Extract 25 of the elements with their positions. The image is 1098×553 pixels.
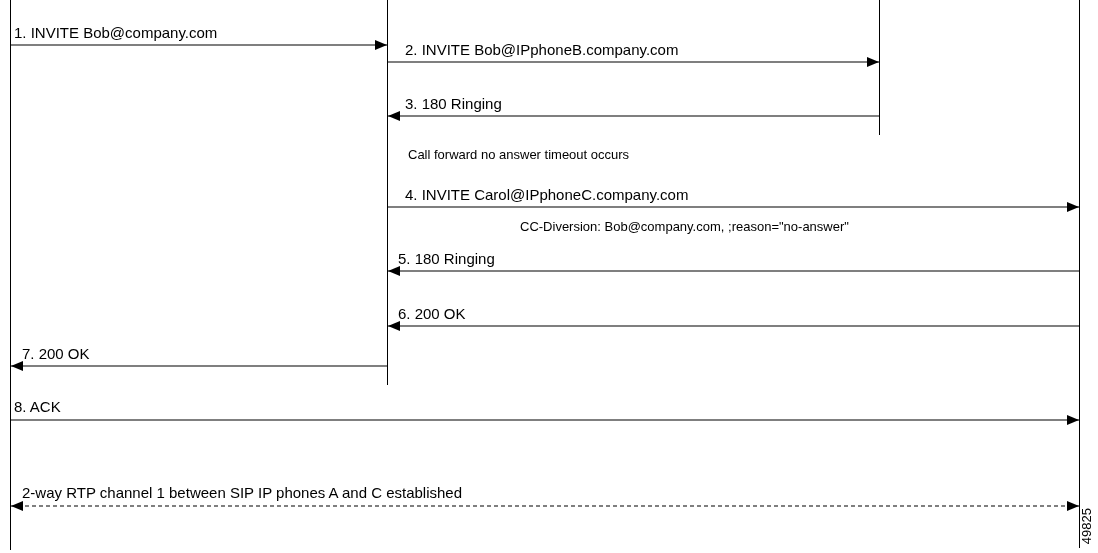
figure-number: 49825 bbox=[1080, 508, 1094, 545]
arrow bbox=[387, 57, 880, 67]
arrow bbox=[10, 361, 388, 371]
message-label: 1. INVITE Bob@company.com bbox=[14, 24, 218, 41]
arrow bbox=[387, 202, 1080, 212]
message-label: 4. INVITE Carol@IPphoneC.company.com bbox=[405, 186, 689, 203]
arrow bbox=[387, 111, 880, 121]
arrow bbox=[10, 40, 388, 50]
arrow bbox=[387, 321, 1080, 331]
note-text: Call forward no answer timeout occurs bbox=[408, 146, 630, 163]
dashed-arrow bbox=[10, 501, 1080, 511]
lifeline bbox=[10, 0, 11, 550]
message-label: 2. INVITE Bob@IPphoneB.company.com bbox=[405, 41, 679, 58]
message-label: 3. 180 Ringing bbox=[405, 95, 502, 112]
header-text: CC-Diversion: Bob@company.com, ;reason="no-answer" bbox=[520, 218, 849, 235]
message-label: 6. 200 OK bbox=[398, 305, 466, 322]
message-label: 2-way RTP channel 1 between SIP IP phones A and C established bbox=[22, 484, 463, 501]
message-label: 7. 200 OK bbox=[22, 345, 90, 362]
message-label: 8. ACK bbox=[14, 398, 61, 415]
lifeline bbox=[879, 0, 880, 135]
arrow bbox=[10, 415, 1080, 425]
lifeline bbox=[1079, 0, 1080, 548]
arrow bbox=[387, 266, 1080, 276]
message-label: 5. 180 Ringing bbox=[398, 250, 495, 267]
lifeline bbox=[387, 0, 388, 385]
